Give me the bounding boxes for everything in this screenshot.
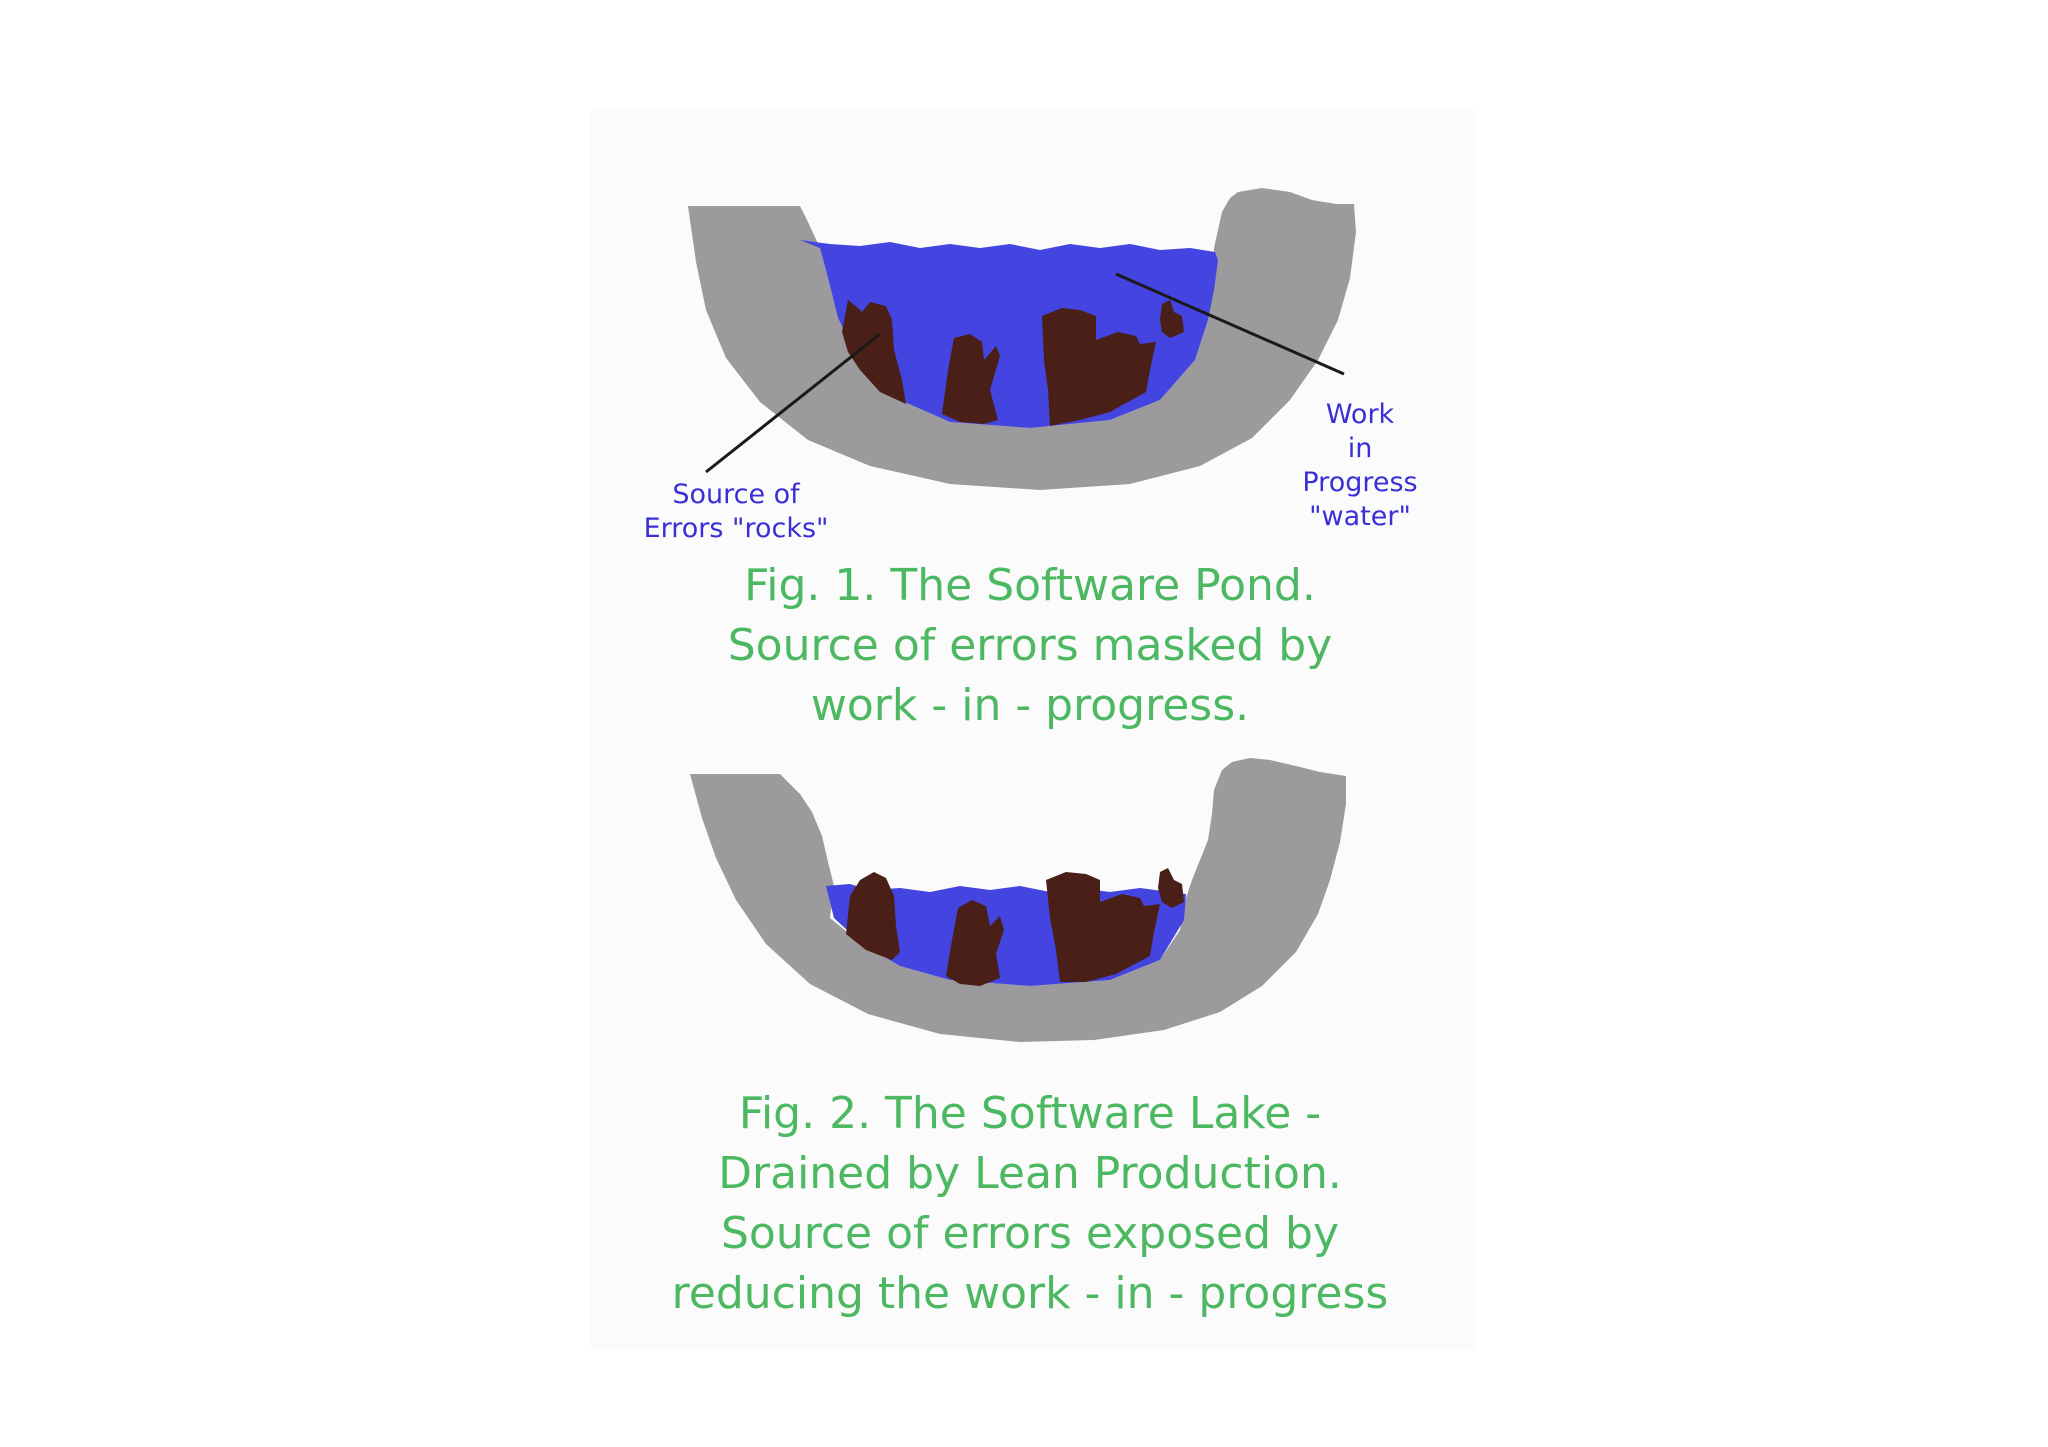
label-work-in-progress: Work in Progress "water" <box>1302 399 1418 532</box>
figure1-caption: Fig. 1. The Software Pond. Source of err… <box>727 560 1333 731</box>
wip-pointer-line <box>1115 272 1345 376</box>
label-source-of-errors: Source of Errors "rocks" <box>643 479 829 544</box>
pond-rock-2 <box>942 334 1000 424</box>
pond-rock-4 <box>1160 300 1184 338</box>
pond-ground <box>688 188 1356 490</box>
lake-rock-1 <box>846 872 900 960</box>
lake-figure <box>690 758 1346 1042</box>
pond-rock-3 <box>1042 308 1156 426</box>
lake-rock-4 <box>1158 868 1184 908</box>
pond-figure <box>688 188 1356 490</box>
lake-ground <box>690 758 1346 1042</box>
lake-rock-2 <box>946 900 1004 986</box>
pond-rock-1 <box>842 300 906 404</box>
errors-pointer-line <box>705 332 881 474</box>
lake-rock-3 <box>1046 872 1160 982</box>
figure2-caption: Fig. 2. The Software Lake - Drained by L… <box>671 1088 1389 1319</box>
